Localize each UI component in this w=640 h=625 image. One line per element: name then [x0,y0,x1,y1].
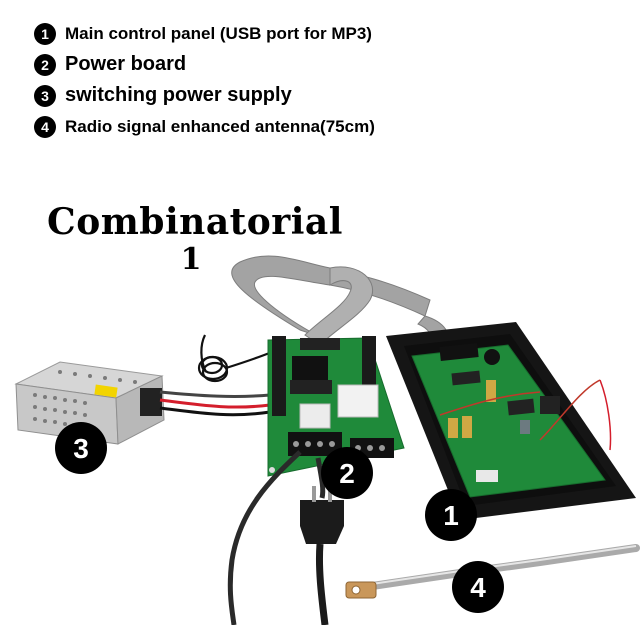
legend-text-4: Radio signal enhanced antenna(75cm) [65,116,375,136]
legend-text-3: switching power supply [65,84,292,106]
legend: 1 Main control panel (USB port for MP3) … [34,18,375,142]
legend-item-4: 4 Radio signal enhanced antenna(75cm) [34,111,375,142]
psu-wires [159,390,271,417]
ribbon-cable [231,255,450,346]
marker-1-circle [425,489,477,541]
heading-line-2: 1 [180,242,202,277]
marker-2: 2 [339,458,355,489]
legend-item-3: 3 switching power supply [34,80,375,111]
marker-3: 3 [73,433,89,464]
main-control-panel [386,322,636,520]
heading-line-1: Combinatorial [47,201,343,243]
legend-number-1: 1 [34,22,56,45]
marker-2-circle [321,447,373,499]
combination-heading: Combinatorial 1 [40,200,350,276]
marker-3-circle [55,422,107,474]
legend-item-2: 2 Power board [34,49,375,80]
marker-4-circle [452,561,504,613]
marker-4: 4 [470,572,486,603]
marker-1: 1 [443,500,459,531]
power-cord [227,450,344,625]
legend-number-2: 2 [34,53,56,76]
legend-item-1: 1 Main control panel (USB port for MP3) [34,18,375,49]
legend-number-3: 3 [34,84,56,107]
legend-text-1: Main control panel (USB port for MP3) [65,23,372,43]
coiled-wire [197,334,273,383]
legend-text-2: Power board [65,53,187,75]
legend-number-4: 4 [34,115,56,138]
telescopic-antenna [345,544,640,599]
